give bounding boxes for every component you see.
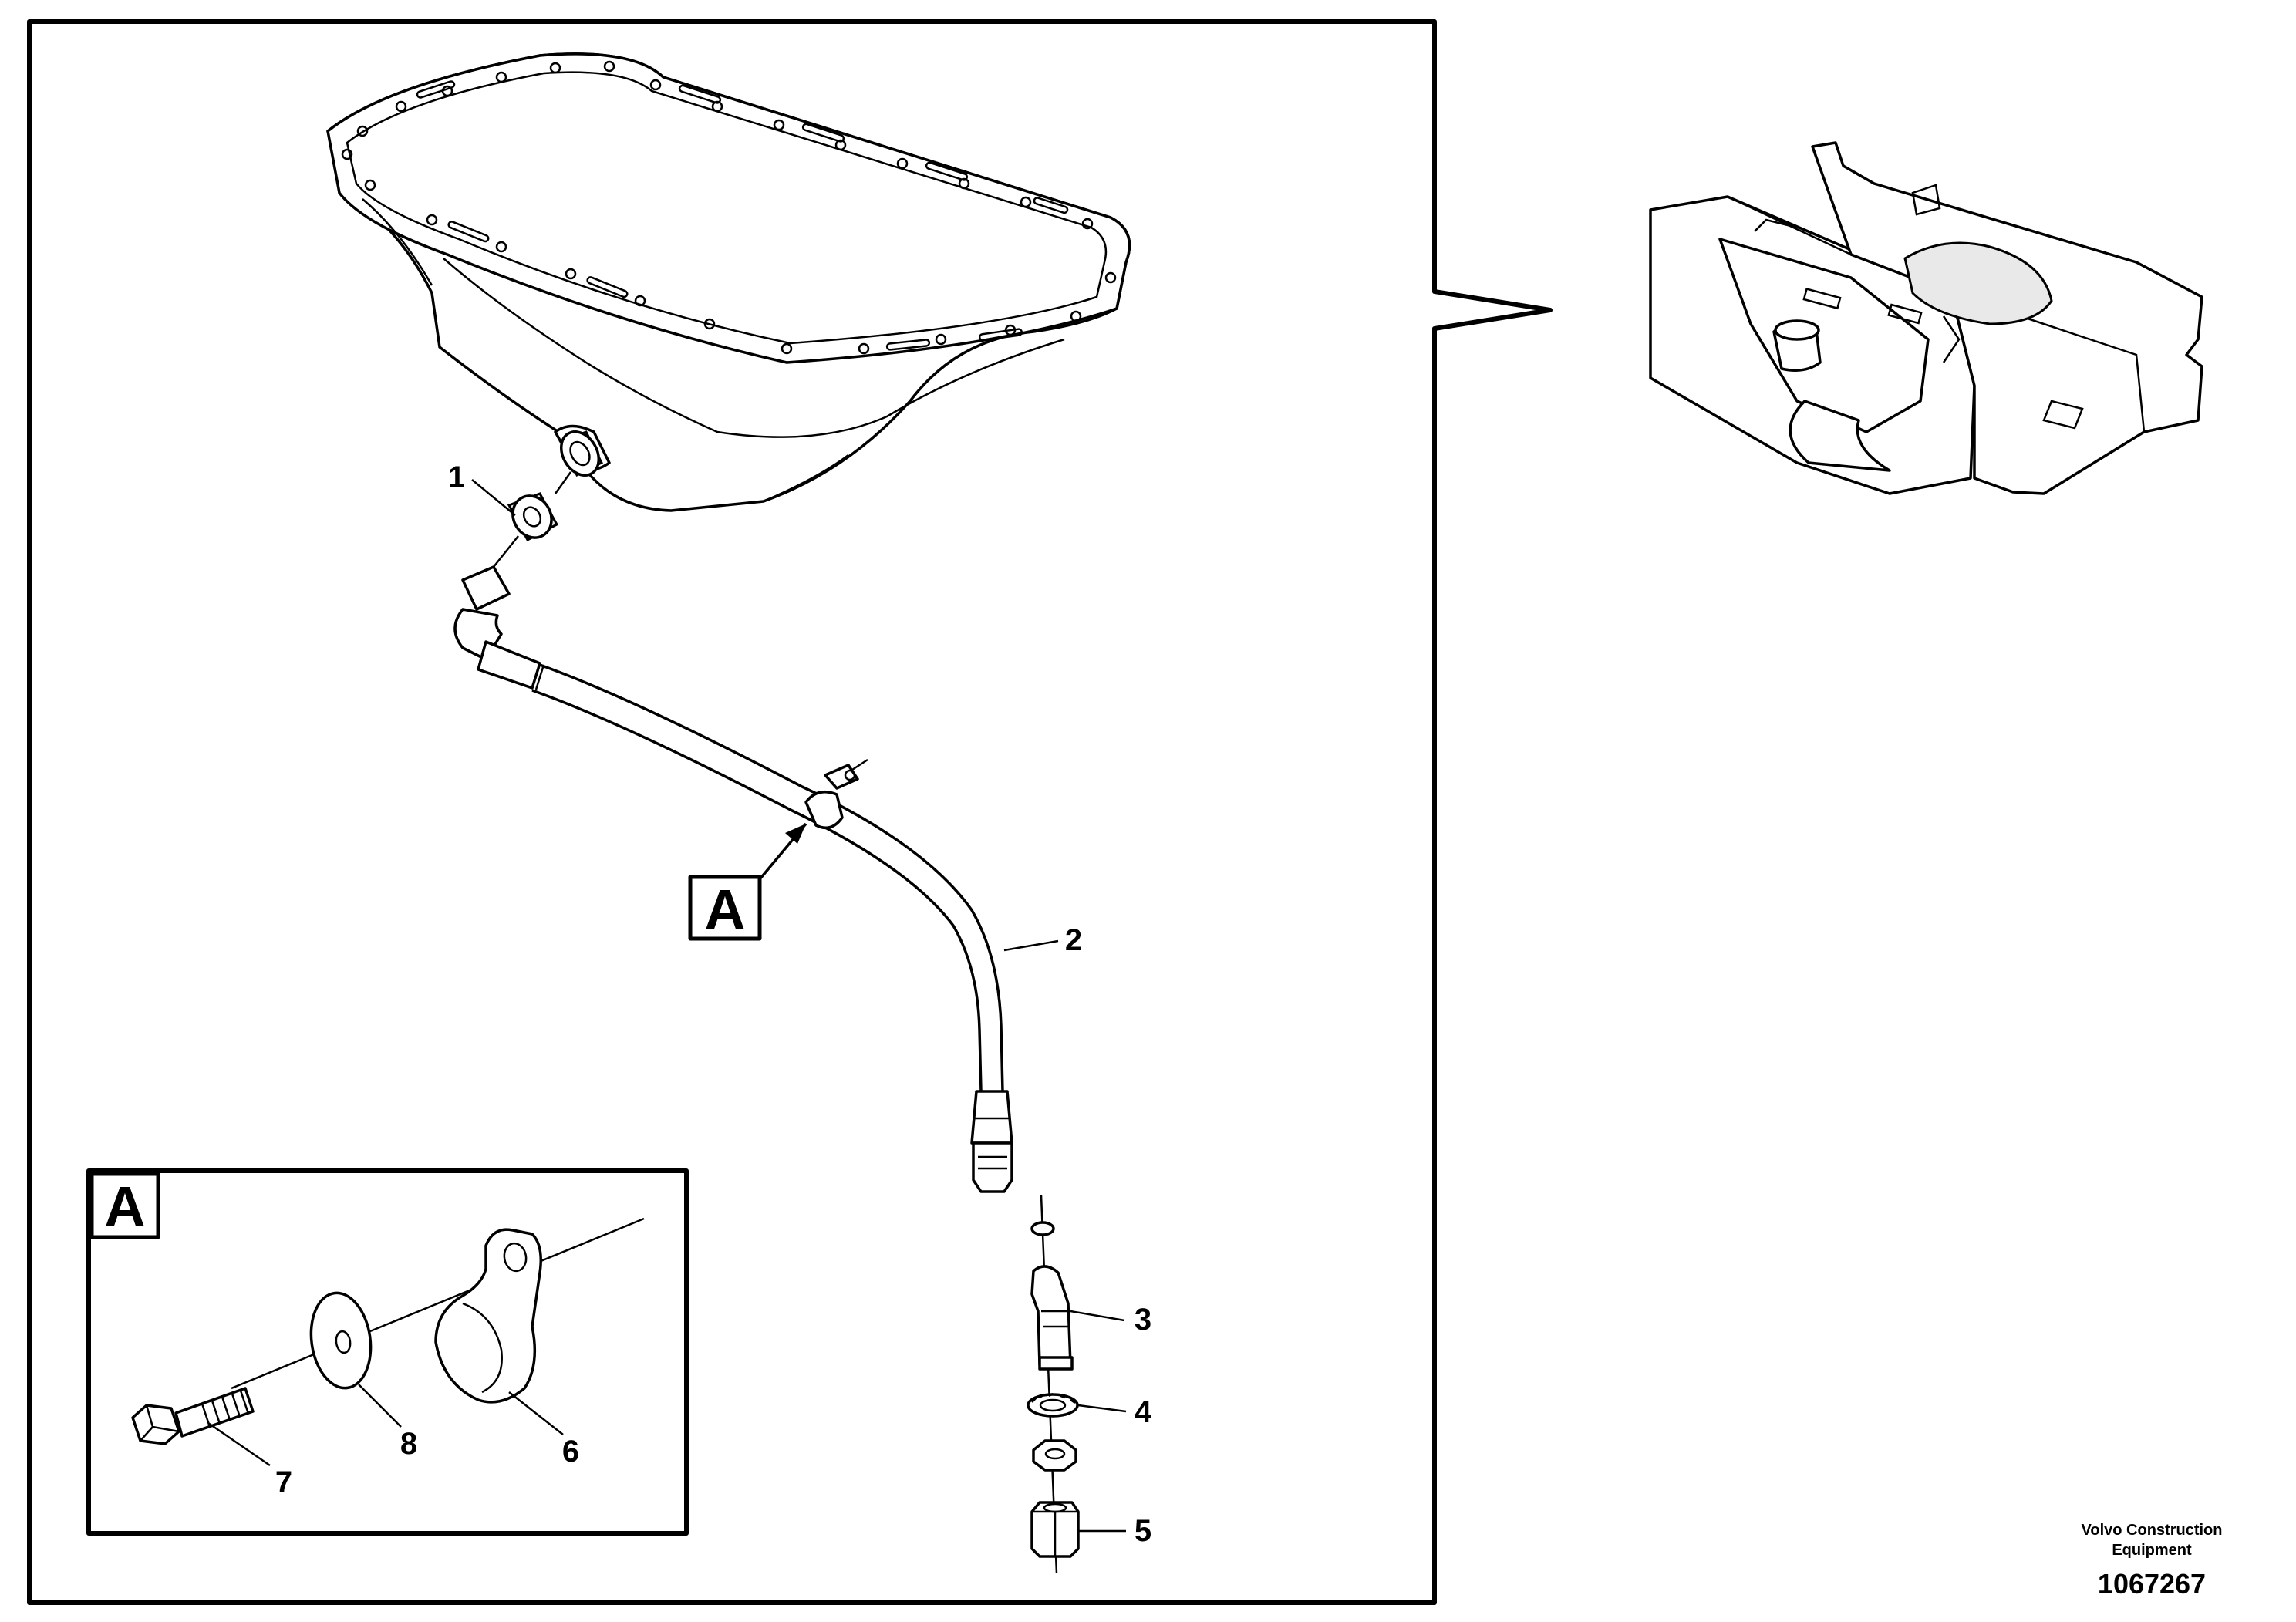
detail-leaders xyxy=(207,1384,564,1467)
publisher-block: Volvo Construction Equipment 1067267 xyxy=(2082,1522,2223,1600)
hose-end-elbow xyxy=(461,565,511,611)
oil-drain-hose xyxy=(453,565,1013,1193)
lock-washer xyxy=(1027,1392,1079,1418)
callout-1: 1 xyxy=(448,460,465,494)
view-marker: A xyxy=(688,822,807,942)
callout-leaders xyxy=(471,479,1127,1533)
hex-nut-lower xyxy=(1030,1501,1080,1558)
hex-nut-upper xyxy=(1032,1439,1077,1472)
illustration-number: 1067267 xyxy=(2098,1568,2206,1600)
callout-6: 6 xyxy=(562,1435,579,1469)
bolt xyxy=(131,1387,255,1445)
publisher-line-2: Equipment xyxy=(2112,1542,2192,1559)
view-marker-label: A xyxy=(704,878,745,942)
oil-pan-gasket-slots xyxy=(416,80,1069,351)
p-clamp xyxy=(434,1228,542,1404)
o-ring xyxy=(1030,1221,1055,1236)
detail-view-a: A xyxy=(86,1168,689,1536)
adapter-fitting-1 xyxy=(507,471,572,542)
callout-4: 4 xyxy=(1135,1395,1152,1429)
oil-pan xyxy=(326,52,1131,512)
oil-pan-bolt-holes xyxy=(341,60,1117,355)
hose-clamp xyxy=(804,790,844,830)
elbow-adapter xyxy=(1030,1265,1074,1371)
callout-2: 2 xyxy=(1065,923,1082,957)
flat-washer xyxy=(309,1291,373,1390)
callout-7: 7 xyxy=(275,1465,292,1499)
drain-plug-fitting xyxy=(559,430,604,477)
callout-numbers: 1 2 3 4 5 6 7 8 xyxy=(275,460,1152,1548)
detail-view-label: A xyxy=(104,1175,145,1239)
publisher-line-1: Volvo Construction xyxy=(2082,1522,2223,1539)
callout-8: 8 xyxy=(400,1427,417,1461)
callout-5: 5 xyxy=(1135,1514,1151,1548)
machine-overview xyxy=(1649,141,2203,495)
callout-3: 3 xyxy=(1135,1303,1151,1337)
